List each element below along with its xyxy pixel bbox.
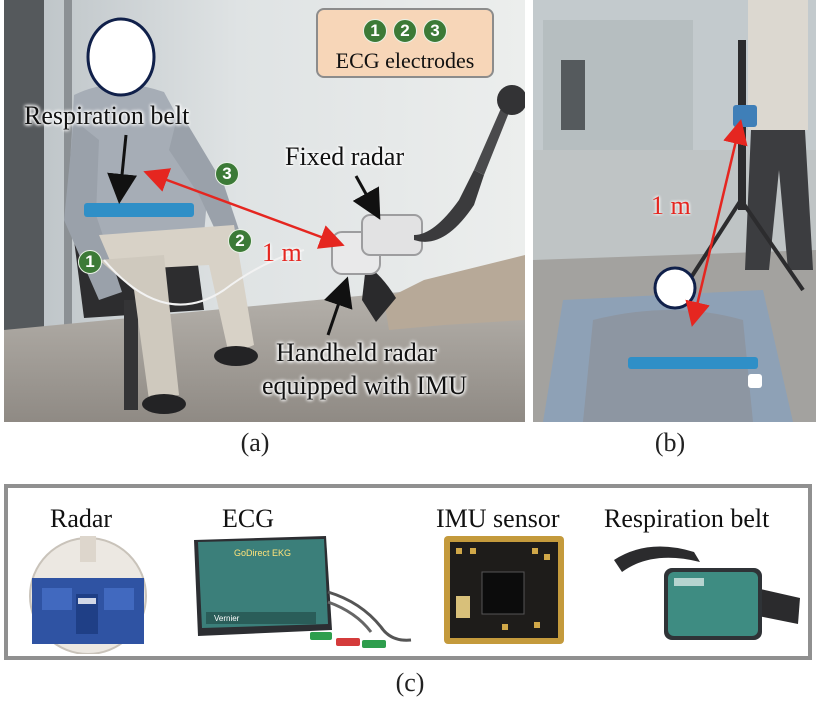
imu-sensor-image <box>444 536 564 644</box>
radar-device-image <box>29 536 147 654</box>
arrow-handheld-radar <box>324 276 353 336</box>
caption-c: (c) <box>395 668 425 697</box>
legend-badge-2: 2 <box>393 19 417 43</box>
distance-label-b: 1 m <box>651 191 691 220</box>
legend-badge-1: 1 <box>363 19 387 43</box>
label-respiration-belt: Respiration belt <box>24 101 190 130</box>
device-panel: Radar ECG IMU sensor Respiration belt Go… <box>4 484 812 660</box>
annotation-arrows-b <box>685 119 748 327</box>
arrow-respiration-belt <box>107 134 138 204</box>
legend-text: ECG electrodes <box>335 48 475 73</box>
caption-b: (b) <box>654 428 686 457</box>
label-handheld-radar-line1: Handheld radar <box>276 338 437 367</box>
ecg-brand-text: GoDirect EKG <box>234 548 292 558</box>
label-fixed-radar: Fixed radar <box>285 142 405 171</box>
annotation-arrows-a <box>107 134 381 336</box>
ecg-legend-box: 1 2 3 ECG electrodes <box>316 8 494 78</box>
caption-a: (a) <box>240 428 270 457</box>
device-label-respiration-belt: Respiration belt <box>604 504 770 533</box>
device-label-radar: Radar <box>50 504 113 533</box>
legend-badge-3: 3 <box>423 19 447 43</box>
distance-arrow-a <box>143 168 345 249</box>
device-label-imu: IMU sensor <box>436 504 560 533</box>
device-label-ecg: ECG <box>222 504 274 533</box>
distance-arrow-b <box>685 119 748 327</box>
electrode-badge-1: 1 <box>78 250 102 274</box>
ecg-maker-text: Vernier <box>214 614 240 623</box>
respiration-belt-device-image <box>614 546 800 640</box>
label-handheld-radar-line2: equipped with IMU <box>262 371 468 400</box>
face-anonymizer-ellipse <box>86 17 156 97</box>
ecg-device-image <box>194 536 412 648</box>
arrow-fixed-radar <box>352 175 381 220</box>
